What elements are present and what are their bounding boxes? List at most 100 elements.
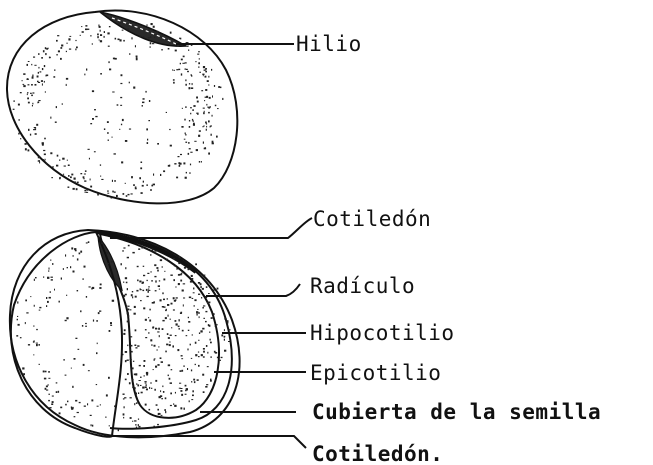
stipple-dot: [77, 412, 79, 413]
stipple-dot: [188, 142, 190, 144]
stipple-dot: [135, 188, 137, 190]
stipple-dot: [123, 413, 125, 415]
stipple-dot: [152, 43, 154, 44]
stipple-dot: [50, 260, 51, 261]
stipple-dot: [73, 255, 74, 257]
stipple-dot: [157, 270, 159, 272]
stipple-dot: [17, 319, 18, 321]
stipple-dot: [120, 39, 122, 41]
stipple-dot: [125, 140, 127, 142]
stipple-dot: [219, 301, 220, 302]
stipple-dot: [201, 90, 203, 91]
stipple-dot: [205, 386, 207, 388]
stipple-dot: [51, 279, 53, 280]
stipple-dot: [130, 349, 131, 350]
stipple-dot: [85, 326, 87, 327]
stipple-dot: [198, 51, 200, 52]
stipple-dot: [38, 67, 39, 69]
stipple-dot: [162, 320, 164, 322]
stipple-dot: [62, 158, 64, 160]
stipple-dot: [191, 87, 193, 89]
stipple-dot: [208, 293, 210, 294]
stipple-dot: [175, 392, 176, 394]
stipple-dot: [143, 36, 144, 37]
stipple-dot: [130, 22, 132, 24]
stipple-dot: [185, 79, 186, 81]
stipple-dot: [190, 113, 191, 115]
stipple-dot: [204, 70, 206, 71]
stipple-dot: [27, 64, 29, 66]
stipple-dot: [171, 327, 172, 328]
stipple-dot: [169, 42, 170, 44]
stipple-dot: [135, 45, 136, 47]
stipple-dot: [227, 322, 229, 324]
stipple-dot: [52, 396, 54, 397]
stipple-dot: [99, 287, 101, 289]
stipple-dot: [118, 430, 119, 432]
stipple-dot: [32, 77, 33, 79]
stipple-dot: [86, 189, 88, 191]
stipple-dot: [193, 123, 195, 125]
stipple-dot: [36, 329, 38, 330]
stipple-dot: [168, 337, 170, 339]
stipple-dot: [203, 348, 205, 350]
stipple-dot: [80, 173, 82, 174]
stipple-dot: [200, 330, 202, 332]
stipple-dot: [193, 292, 195, 293]
stipple-dot: [84, 406, 86, 407]
stipple-dot: [58, 391, 59, 393]
stipple-dot: [90, 179, 91, 181]
stipple-dot: [140, 385, 142, 386]
stipple-dot: [180, 370, 182, 372]
stipple-dot: [125, 277, 127, 279]
stipple-dot: [169, 341, 170, 342]
stipple-dot: [32, 92, 34, 93]
stipple-dot: [72, 386, 73, 388]
stipple-dot: [142, 283, 144, 284]
stipple-dot: [84, 266, 86, 268]
stipple-dot: [134, 374, 136, 376]
stipple-dot: [77, 258, 79, 260]
stipple-dot: [135, 347, 137, 348]
stipple-dot: [34, 305, 35, 307]
stipple-dot: [220, 87, 221, 89]
stipple-dot: [145, 386, 147, 388]
stipple-dot: [112, 137, 113, 138]
stipple-dot: [209, 97, 211, 99]
stipple-dot: [197, 54, 199, 55]
stipple-dot: [77, 290, 79, 291]
stipple-dot: [150, 383, 152, 384]
stipple-dot: [203, 108, 205, 109]
stipple-dot: [148, 317, 149, 318]
stipple-dot: [176, 268, 178, 269]
stipple-dot: [54, 69, 55, 71]
stipple-dot: [107, 193, 109, 194]
stipple-dot: [174, 266, 176, 267]
stipple-dot: [120, 83, 122, 84]
stipple-dot: [110, 322, 112, 324]
stipple-dot: [130, 397, 132, 398]
stipple-dot: [74, 178, 76, 180]
stipple-dot: [145, 91, 146, 93]
stipple-dot: [63, 174, 64, 175]
stipple-dot: [170, 275, 172, 276]
stipple-dot: [112, 180, 113, 182]
stipple-dot: [190, 107, 192, 108]
stipple-dot: [160, 390, 161, 392]
stipple-dot: [208, 303, 209, 304]
stipple-dot: [44, 65, 45, 67]
stipple-dot: [211, 317, 213, 319]
stipple-dot: [100, 164, 101, 165]
stipple-dot: [135, 424, 137, 425]
stipple-dot: [112, 260, 113, 262]
stipple-dot: [124, 406, 125, 408]
stipple-dot: [18, 119, 20, 120]
stipple-dot: [114, 192, 116, 193]
stipple-dot: [142, 185, 144, 187]
stipple-dot: [168, 315, 169, 317]
stipple-dot: [173, 403, 174, 404]
stipple-dot: [79, 402, 81, 403]
stipple-dot: [92, 425, 93, 427]
stipple-dot: [195, 342, 197, 344]
stipple-dot: [105, 416, 106, 418]
